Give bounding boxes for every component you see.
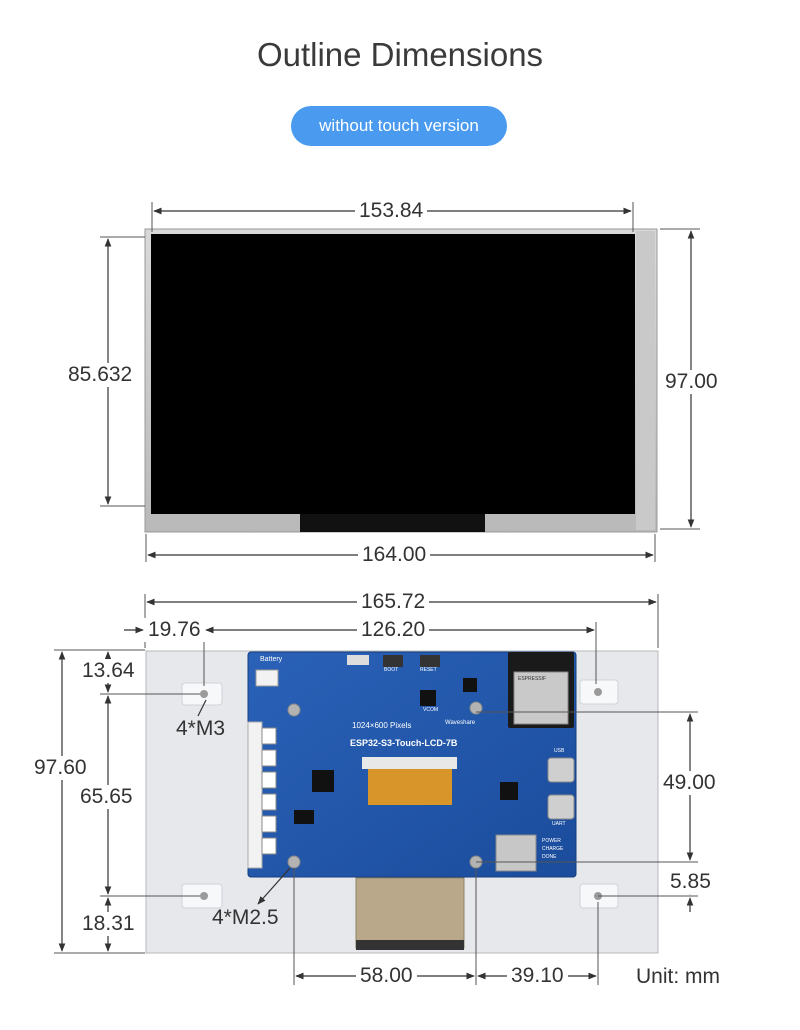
dim-bottom-span-1: 58.00 xyxy=(356,964,417,988)
m25-hole xyxy=(287,855,301,869)
silk-resolution: 1024×600 Pixels xyxy=(352,721,412,730)
usb-c-port xyxy=(547,757,575,783)
m25-hole-label: 4*M2.5 xyxy=(212,906,279,929)
silk-uart: UART xyxy=(552,821,566,827)
dim-height-active: 85.632 xyxy=(64,363,137,387)
dim-width-total-back: 165.72 xyxy=(357,590,430,614)
lcd-fpc-connector xyxy=(362,757,457,769)
dim-bottom-span-2: 39.10 xyxy=(507,964,568,988)
silk-boot: BOOT xyxy=(384,667,399,673)
silk-module: ESPRESSIF xyxy=(518,676,547,682)
dim-width-total: 164.00 xyxy=(358,543,431,567)
front-view xyxy=(100,202,700,562)
uart-c-port xyxy=(547,794,575,820)
dim-right-bottom: 5.85 xyxy=(666,870,715,894)
silk-charge: CHARGE xyxy=(542,846,564,852)
m25-hole xyxy=(469,701,483,715)
m3-hole xyxy=(594,688,602,696)
dim-right-span: 49.00 xyxy=(659,771,720,795)
side-connectors xyxy=(247,721,263,869)
reset-button xyxy=(420,655,440,667)
dim-bottom-margin: 18.31 xyxy=(78,912,139,936)
silk-done: DONE xyxy=(542,854,557,860)
dim-height-total: 97.00 xyxy=(661,370,722,394)
lcd-active-area xyxy=(151,234,635,514)
fpc-cable xyxy=(355,877,465,949)
dim-hole-span-top: 126.20 xyxy=(357,618,430,642)
m3-hole xyxy=(200,892,208,900)
dim-offset-left: 19.76 xyxy=(144,618,205,642)
dim-hole-span-left: 65.65 xyxy=(76,785,137,809)
m3-hole xyxy=(200,690,208,698)
dim-height-total-back: 97.60 xyxy=(30,756,91,780)
silk-usb: USB xyxy=(554,748,565,754)
silk-reset: RESET xyxy=(420,667,437,673)
silk-power: POWER xyxy=(542,838,561,844)
silk-brand: Waveshare xyxy=(445,720,476,726)
dim-width-active: 153.84 xyxy=(355,199,428,223)
dim-top-margin: 13.64 xyxy=(78,659,139,683)
boot-button xyxy=(383,655,403,667)
m3-leader xyxy=(197,699,207,717)
silk-model: ESP32-S3-Touch-LCD-7B xyxy=(350,738,458,748)
battery-connector xyxy=(255,669,279,687)
lcd-frame-right-edge xyxy=(636,231,655,530)
version-badge[interactable]: without touch version xyxy=(291,106,507,146)
sd-card-slot xyxy=(495,834,537,872)
unit-label: Unit: mm xyxy=(636,965,720,988)
back-view xyxy=(54,594,698,985)
page-title: Outline Dimensions xyxy=(256,36,544,73)
silk-battery: Battery xyxy=(260,656,283,663)
m25-hole xyxy=(287,703,301,717)
m25-leader xyxy=(257,867,291,905)
m3-hole-label: 4*M3 xyxy=(176,717,226,740)
fpc-strip xyxy=(300,514,485,532)
silk-vcom: VCOM xyxy=(423,707,438,713)
